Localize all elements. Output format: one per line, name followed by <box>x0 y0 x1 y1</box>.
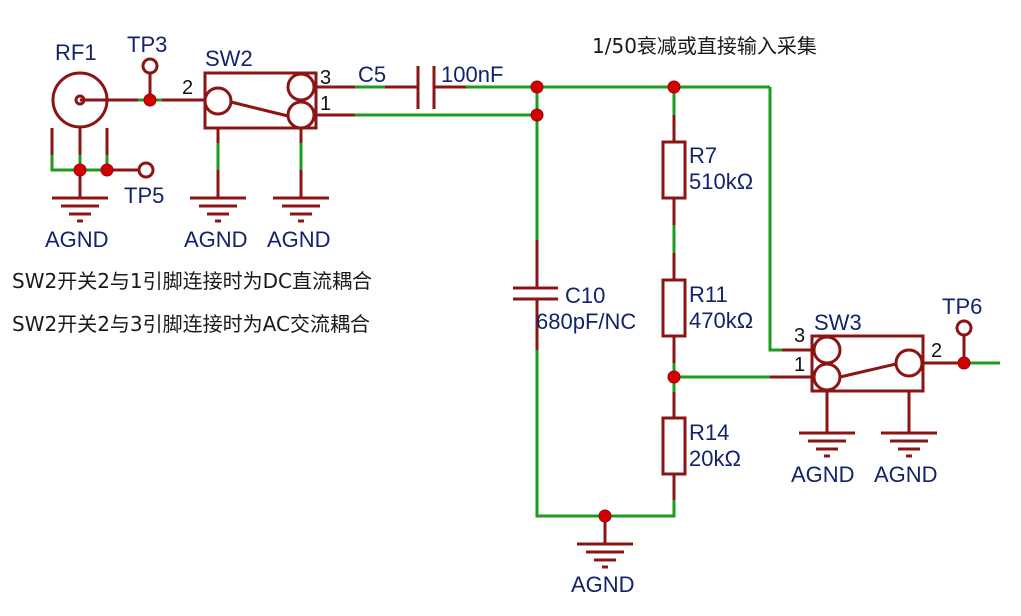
c5-capacitor[interactable] <box>316 66 466 109</box>
junction-dot <box>530 108 544 122</box>
agnd-label-bottom: AGND <box>571 572 635 597</box>
sw2-pin-3: 3 <box>320 67 331 89</box>
junction-dot <box>667 370 681 384</box>
sw3-common-contact <box>894 348 924 378</box>
test-point-icon <box>955 319 973 337</box>
tp3-label: TP3 <box>127 32 167 57</box>
ground-symbol-sw2-b <box>273 196 329 223</box>
tp5-test-point[interactable] <box>107 161 155 179</box>
sw2-contact-3 <box>286 72 316 102</box>
note-dc-coupling: SW2开关2与1引脚连接时为DC直流耦合 <box>12 269 372 293</box>
tp6-label: TP6 <box>942 294 982 319</box>
schematic-title: 1/50衰减或直接输入采集 <box>592 34 817 58</box>
tp5-label: TP5 <box>124 183 164 208</box>
junction-dot <box>667 80 681 94</box>
r14-value: 20kΩ <box>689 446 741 471</box>
sw3-lever <box>839 362 897 379</box>
sw2-lever <box>230 100 289 118</box>
ground-symbol-bottom <box>577 542 633 569</box>
note-ac-coupling: SW2开关2与3引脚连接时为AC交流耦合 <box>12 312 370 336</box>
test-point-icon <box>137 161 155 179</box>
c10-label: C10 <box>565 283 605 308</box>
ground-symbol-sw2-a <box>190 196 246 223</box>
test-point-icon <box>141 57 159 75</box>
sw2-common-contact <box>203 86 233 116</box>
agnd-label-rf1: AGND <box>45 227 109 252</box>
r11-label: R11 <box>689 282 728 307</box>
r11-value: 470kΩ <box>689 308 753 333</box>
agnd-label-sw3-b: AGND <box>874 462 938 487</box>
r7-resistor[interactable] <box>661 140 687 200</box>
agnd-label-sw2-b: AGND <box>267 227 331 252</box>
sw2-pin-1: 1 <box>320 93 331 115</box>
rf1-connector[interactable] <box>50 71 175 198</box>
r7-label: R7 <box>689 143 717 168</box>
r7-value: 510kΩ <box>689 169 753 194</box>
r14-resistor[interactable] <box>661 416 687 476</box>
junction-dot <box>530 80 544 94</box>
sw3-switch[interactable] <box>810 334 963 433</box>
junction-dot <box>73 163 87 177</box>
c10-capacitor[interactable] <box>513 240 558 350</box>
sw3-pin-3: 3 <box>794 325 805 347</box>
ground-symbol-sw3-b <box>881 431 937 458</box>
sw3-contact-3 <box>812 335 842 365</box>
junction-dot <box>143 93 157 107</box>
junction-dot <box>598 509 612 523</box>
sw2-switch[interactable] <box>175 71 318 198</box>
sw2-label: SW2 <box>205 46 253 71</box>
direct-input-wire <box>768 87 782 352</box>
sw3-contact-1 <box>812 362 842 392</box>
c10-value: 680pF/NC <box>536 309 636 334</box>
agnd-label-sw3-a: AGND <box>791 462 855 487</box>
rf1-label: RF1 <box>55 40 97 65</box>
junction-dot <box>100 163 114 177</box>
sw2-contact-1 <box>286 100 316 130</box>
junction-dot <box>957 356 971 370</box>
sw2-pin-2: 2 <box>182 77 193 99</box>
agnd-label-sw2-a: AGND <box>184 227 248 252</box>
ground-symbol-sw3-a <box>799 431 855 458</box>
sw3-pin-2: 2 <box>931 340 942 362</box>
r14-label: R14 <box>689 420 729 445</box>
c5-label: C5 <box>358 62 386 87</box>
sw3-label: SW3 <box>814 310 862 335</box>
sw3-pin-1: 1 <box>794 354 805 376</box>
r11-resistor[interactable] <box>661 278 687 338</box>
ground-symbol-rf1 <box>52 196 108 223</box>
c5-value: 100nF <box>441 62 503 87</box>
